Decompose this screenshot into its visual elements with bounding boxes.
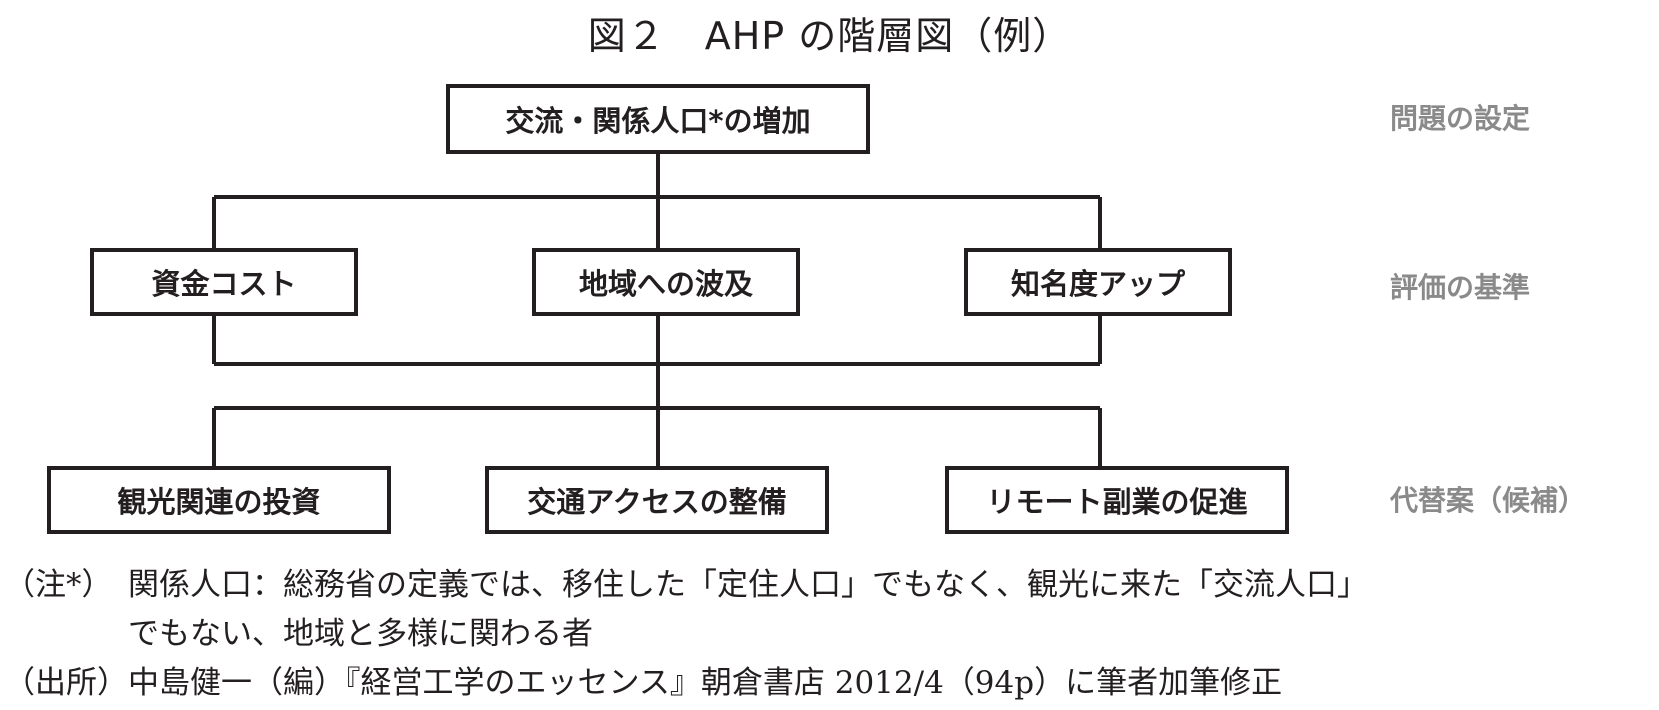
- alternative-node: リモート副業の促進: [945, 466, 1289, 534]
- alternative-node: 交通アクセスの整備: [485, 466, 829, 534]
- note-line-1: 関係人口：総務省の定義では、移住した「定住人口」でもなく、観光に来た「交流人口」: [128, 567, 1368, 603]
- note-label: （注*）: [4, 567, 113, 603]
- alternative-node: 観光関連の投資: [47, 466, 391, 534]
- source-label: （出所）: [4, 665, 128, 701]
- diagram-title: 図２ AHP の階層図（例）: [587, 14, 1072, 58]
- criterion-node: 知名度アップ: [964, 248, 1232, 316]
- level-label-criteria: 評価の基準: [1390, 271, 1531, 304]
- goal-node: 交流・関係人口*の増加: [446, 84, 870, 154]
- source-text: 中島健一（編）『経営工学のエッセンス』朝倉書店 2012/4（94p）に筆者加筆…: [128, 665, 1283, 701]
- criterion-node: 地域への波及: [532, 248, 800, 316]
- level-label-goal: 問題の設定: [1390, 102, 1531, 135]
- criterion-node: 資金コスト: [90, 248, 358, 316]
- level-label-alternatives: 代替案（候補）: [1390, 484, 1587, 517]
- note-line-2: でもない、地域と多様に関わる者: [128, 616, 593, 652]
